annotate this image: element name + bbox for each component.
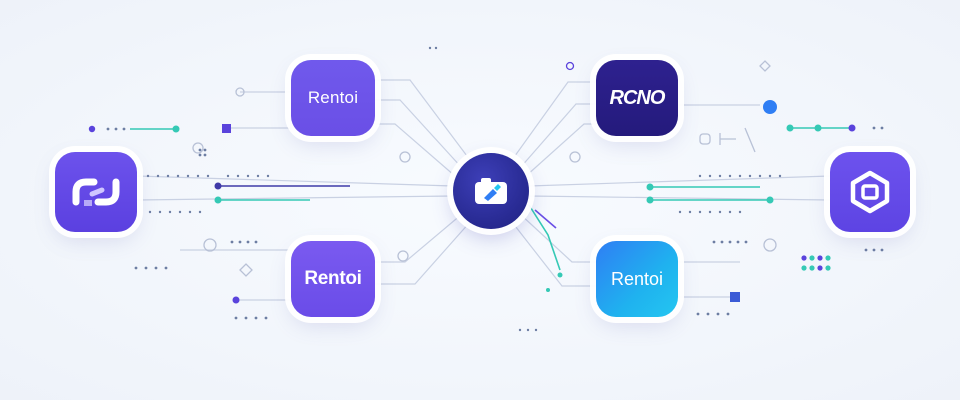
outline-circles bbox=[192, 60, 777, 277]
service-tile-top-left[interactable]: Rentoi bbox=[291, 60, 375, 136]
camera-tile-icon bbox=[475, 178, 507, 204]
service-label: Rentoi bbox=[307, 88, 359, 107]
service-tile-top-right[interactable]: RCNO bbox=[596, 60, 678, 136]
service-logo-text: RCNO bbox=[609, 86, 666, 109]
service-label: Rentoi bbox=[610, 268, 664, 289]
dot-rows bbox=[106, 46, 884, 332]
service-tile-left[interactable] bbox=[55, 152, 137, 232]
central-hub[interactable] bbox=[453, 153, 529, 229]
service-label: Rentoi bbox=[304, 268, 362, 289]
service-tile-right[interactable] bbox=[830, 152, 910, 232]
link-chain-icon bbox=[72, 178, 120, 206]
service-tile-bottom-right[interactable]: Rentoi bbox=[596, 241, 678, 317]
node-markers bbox=[88, 100, 856, 304]
hexagon-icon bbox=[850, 170, 890, 214]
trunk-lines bbox=[136, 79, 831, 301]
service-tile-bottom-left[interactable]: Rentoi bbox=[291, 241, 375, 317]
